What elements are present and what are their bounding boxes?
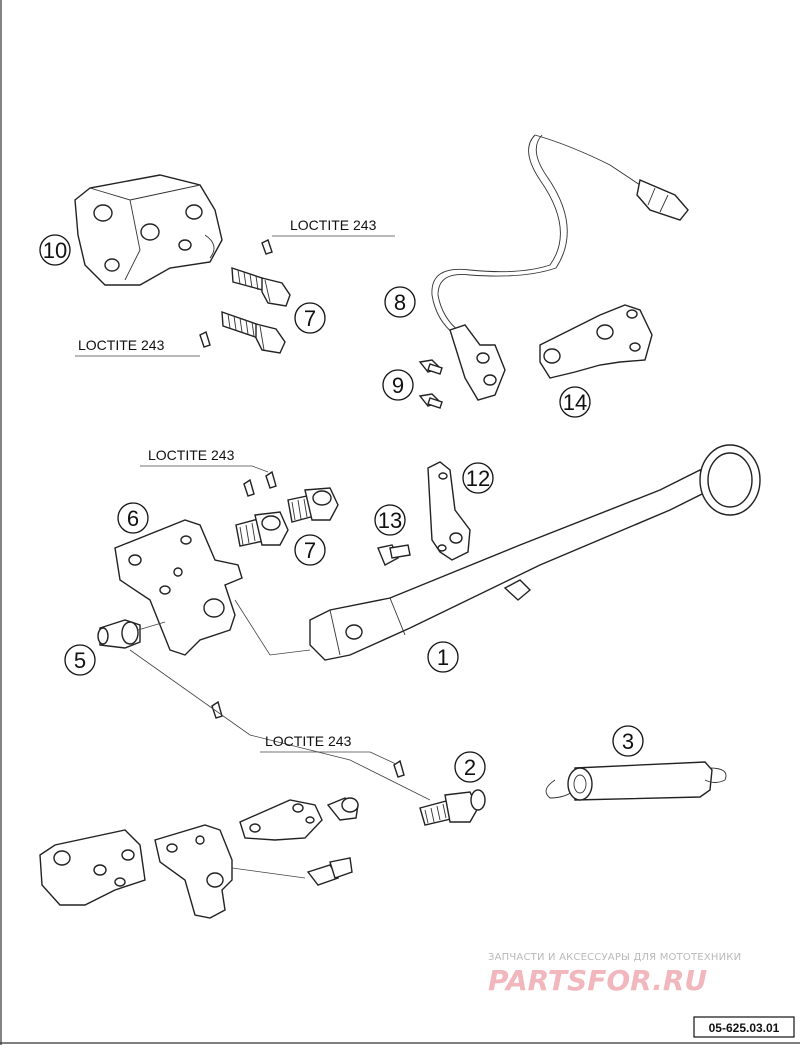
- callout-8-text: 8: [394, 290, 406, 315]
- part-13-screw: [377, 544, 411, 566]
- callout-7-middle: 7: [294, 534, 326, 566]
- drawing-code: 05-625.03.01: [709, 1021, 780, 1035]
- loctite-note-mid-text: LOCTITE 243: [148, 447, 235, 463]
- callout-1: 1: [427, 641, 459, 673]
- part-7-bolt-lower: [199, 310, 286, 354]
- callout-12: 12: [462, 462, 494, 494]
- callout-10-text: 10: [43, 238, 67, 263]
- part-14-plate: [539, 304, 653, 379]
- part-2-pivot-bolt: [419, 789, 486, 826]
- part-6-stand-bracket: [114, 519, 243, 656]
- loctite-drops: [129, 649, 431, 801]
- watermark: ЗАПЧАСТИ И АКСЕССУАРЫ ДЛЯ МОТОТЕХНИКИ PA…: [488, 952, 741, 997]
- callout-3-text: 3: [622, 729, 634, 754]
- part-1-side-stand: [234, 444, 761, 661]
- callout-7-middle-text: 7: [304, 538, 316, 563]
- callout-14: 14: [559, 386, 591, 418]
- loctite-note-bottom-text: LOCTITE 243: [265, 733, 352, 749]
- callout-8: 8: [384, 286, 416, 318]
- part-7-bolt-upper: [231, 239, 291, 307]
- part-8-switch-cable: [431, 134, 689, 401]
- callout-9-text: 9: [392, 373, 404, 398]
- callout-1-text: 1: [437, 645, 449, 670]
- callout-7-upper: 7: [294, 302, 326, 334]
- loctite-note-left-text: LOCTITE 243: [78, 337, 165, 353]
- part-7-bolt-middle-b: [235, 478, 289, 547]
- loctite-note-top-text: LOCTITE 243: [290, 217, 377, 233]
- callout-12-text: 12: [466, 466, 490, 491]
- callout-13: 13: [374, 504, 406, 536]
- callout-10: 10: [39, 234, 71, 266]
- callout-13-text: 13: [378, 508, 402, 533]
- loctite-note-left: LOCTITE 243: [75, 337, 200, 357]
- part-7-bolt-middle-a: [265, 470, 339, 523]
- callout-5: 5: [64, 644, 96, 676]
- callout-6-text: 6: [127, 506, 139, 531]
- watermark-subtitle: ЗАПЧАСТИ И АКСЕССУАРЫ ДЛЯ МОТОТЕХНИКИ: [488, 952, 741, 963]
- watermark-brand: PARTSFOR.RU: [488, 964, 707, 997]
- callout-3: 3: [612, 725, 644, 757]
- callout-9: 9: [382, 369, 414, 401]
- loctite-note-bottom: LOCTITE 243: [260, 733, 397, 765]
- callout-5-text: 5: [74, 648, 86, 673]
- callout-2-text: 2: [464, 755, 476, 780]
- part-5-bush: [97, 619, 166, 649]
- drawing-code-box: 05-625.03.01: [693, 1016, 795, 1038]
- part-9-screws: [418, 359, 443, 409]
- part-3-spring: [545, 761, 727, 801]
- loctite-note-top: LOCTITE 243: [272, 217, 395, 237]
- part-12-lever: [427, 461, 471, 561]
- callout-7-upper-text: 7: [304, 306, 316, 331]
- loctite-note-mid: LOCTITE 243: [140, 447, 269, 473]
- callout-14-text: 14: [563, 390, 587, 415]
- callout-2: 2: [454, 751, 486, 783]
- callout-6: 6: [117, 502, 149, 534]
- bottom-assembly-view: [39, 797, 359, 919]
- part-10-bracket: [74, 174, 223, 286]
